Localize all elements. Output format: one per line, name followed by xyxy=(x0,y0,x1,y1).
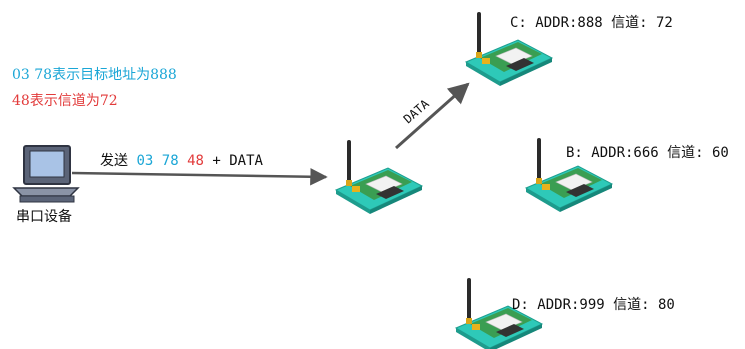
node-c-label: C: ADDR:888 信道: 72 xyxy=(510,15,673,31)
send-addr-lo: 78 xyxy=(161,153,179,169)
send-channel: 48 xyxy=(187,153,204,169)
node-b-label: B: ADDR:666 信道: 60 xyxy=(566,145,729,161)
serial-device-label: 串口设备 xyxy=(16,209,72,225)
note-channel: 48表示信道为72 xyxy=(12,93,118,109)
send-addr-hi: 03 xyxy=(136,153,154,169)
note-address-desc: 表示目标地址为888 xyxy=(52,67,177,83)
send-suffix: + DATA xyxy=(212,153,263,169)
serial-device-icon xyxy=(12,145,80,203)
module-a-icon xyxy=(335,139,423,215)
send-prefix: 发送 xyxy=(100,153,128,169)
node-d-label: D: ADDR:999 信道: 80 xyxy=(512,297,675,313)
send-arrow xyxy=(71,168,328,186)
send-label: 发送 03 78 48 + DATA xyxy=(100,150,263,170)
data-arrow xyxy=(395,82,470,150)
note-address-bytes: 03 78 xyxy=(12,67,53,83)
note-target-address: 03 78表示目标地址为888 xyxy=(12,64,177,84)
